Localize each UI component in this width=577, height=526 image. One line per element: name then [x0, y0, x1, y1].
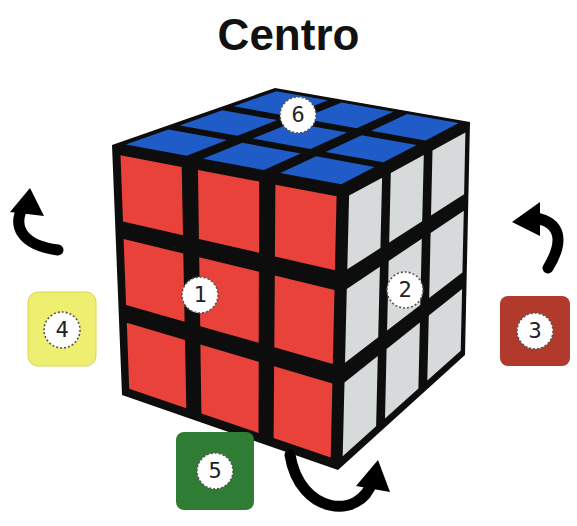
front-sticker: [275, 185, 337, 271]
arrow-heads: [10, 188, 540, 492]
right-sticker: [347, 178, 382, 270]
right-sticker: [427, 289, 462, 381]
front-sticker: [274, 366, 333, 457]
rotation-arrows: [19, 205, 558, 506]
front-sticker: [124, 239, 185, 322]
right-sticker: [343, 356, 378, 456]
top-sticker: [326, 135, 417, 162]
top-sticker: [203, 143, 301, 170]
red-tile: [500, 296, 570, 366]
callout-circles: [44, 97, 553, 489]
top-sticker: [280, 156, 374, 184]
top-sticker: [371, 114, 459, 140]
callout-number: 4: [42, 310, 82, 350]
front-sticker: [274, 276, 334, 364]
callout-number: 1: [180, 275, 220, 315]
right-sticker: [429, 211, 464, 298]
front-sticker: [198, 170, 259, 253]
right-sticker: [389, 155, 424, 242]
front-sticker: [127, 323, 187, 409]
front-sticker: [121, 155, 184, 235]
right-sticker: [385, 323, 420, 419]
callout-number: 6: [278, 95, 318, 135]
yellow-tile: [28, 292, 96, 366]
cube: [112, 88, 470, 470]
right-sticker: [345, 267, 380, 363]
callout-number: 5: [195, 451, 235, 491]
top-sticker: [126, 129, 227, 155]
green-tile: [176, 432, 254, 510]
callout-number: 2: [385, 270, 425, 310]
callout-number: 3: [515, 311, 555, 351]
top-sticker: [180, 110, 278, 136]
front-sticker: [200, 345, 258, 433]
right-sticker: [431, 133, 465, 216]
cube-body: [112, 88, 470, 470]
title: Centro: [0, 10, 577, 60]
